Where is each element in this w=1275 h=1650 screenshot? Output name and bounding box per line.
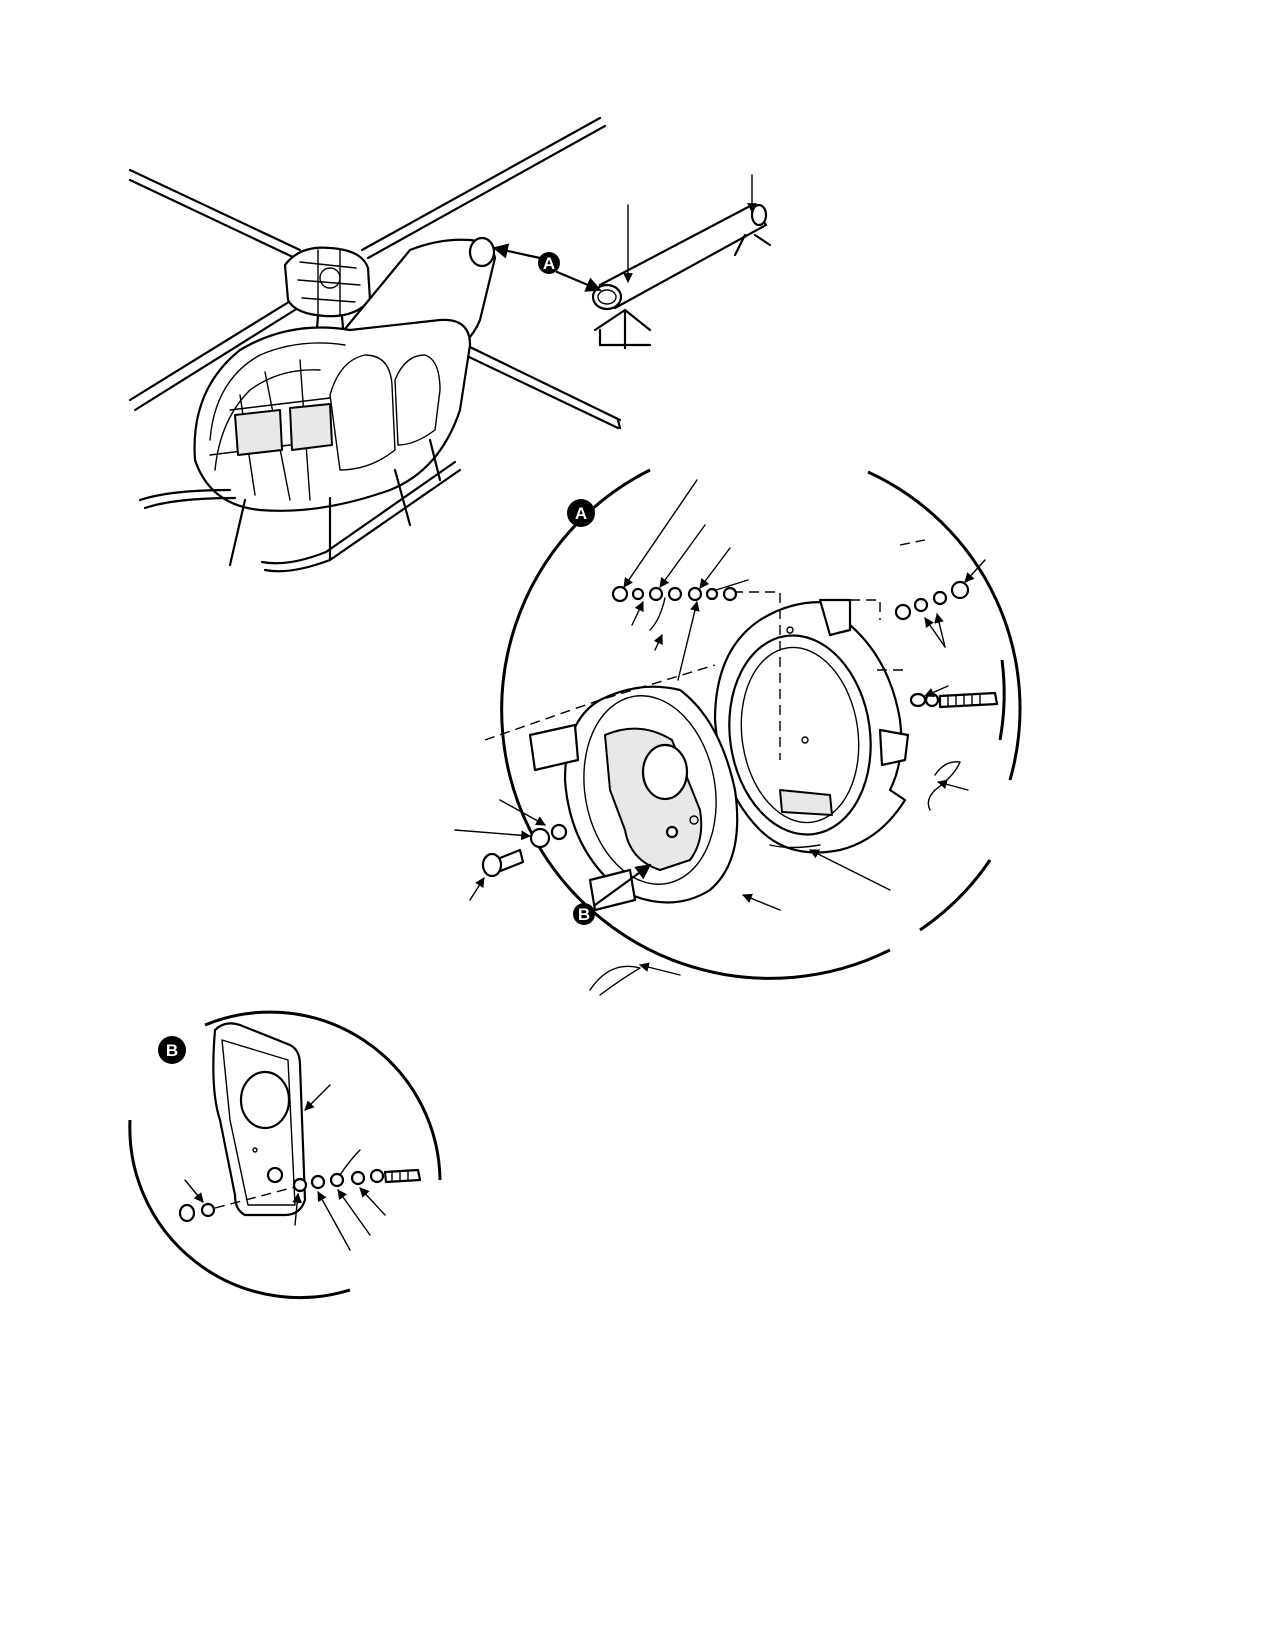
callout-a-badge: A (538, 252, 560, 274)
svg-text:A: A (543, 254, 555, 273)
hardware-stack-right (894, 580, 970, 621)
bolt-left (481, 823, 568, 878)
svg-text:A: A (575, 504, 587, 523)
detail-b-hardware (178, 1149, 422, 1223)
svg-text:B: B (578, 905, 590, 924)
helicopter-illustration (128, 116, 622, 573)
detail-a-view: A (454, 468, 1022, 996)
detail-b-callout-badge: B (573, 903, 595, 925)
detail-a-leaders (454, 479, 986, 976)
svg-text:B: B (166, 1041, 178, 1060)
hardware-stack-upper (611, 585, 738, 631)
detail-b-badge: B (158, 1036, 186, 1064)
forward-fitting (528, 685, 739, 912)
tailboom-attach-ring (713, 598, 910, 854)
tailboom-illustration (591, 174, 772, 350)
cover-plate (212, 1022, 307, 1217)
detail-b-view: B (128, 1010, 442, 1300)
detail-a-badge: A (567, 499, 595, 527)
callout-a-pointer: A (492, 243, 602, 292)
detail-b-leaders (184, 1084, 386, 1251)
bolt-right (909, 691, 999, 709)
